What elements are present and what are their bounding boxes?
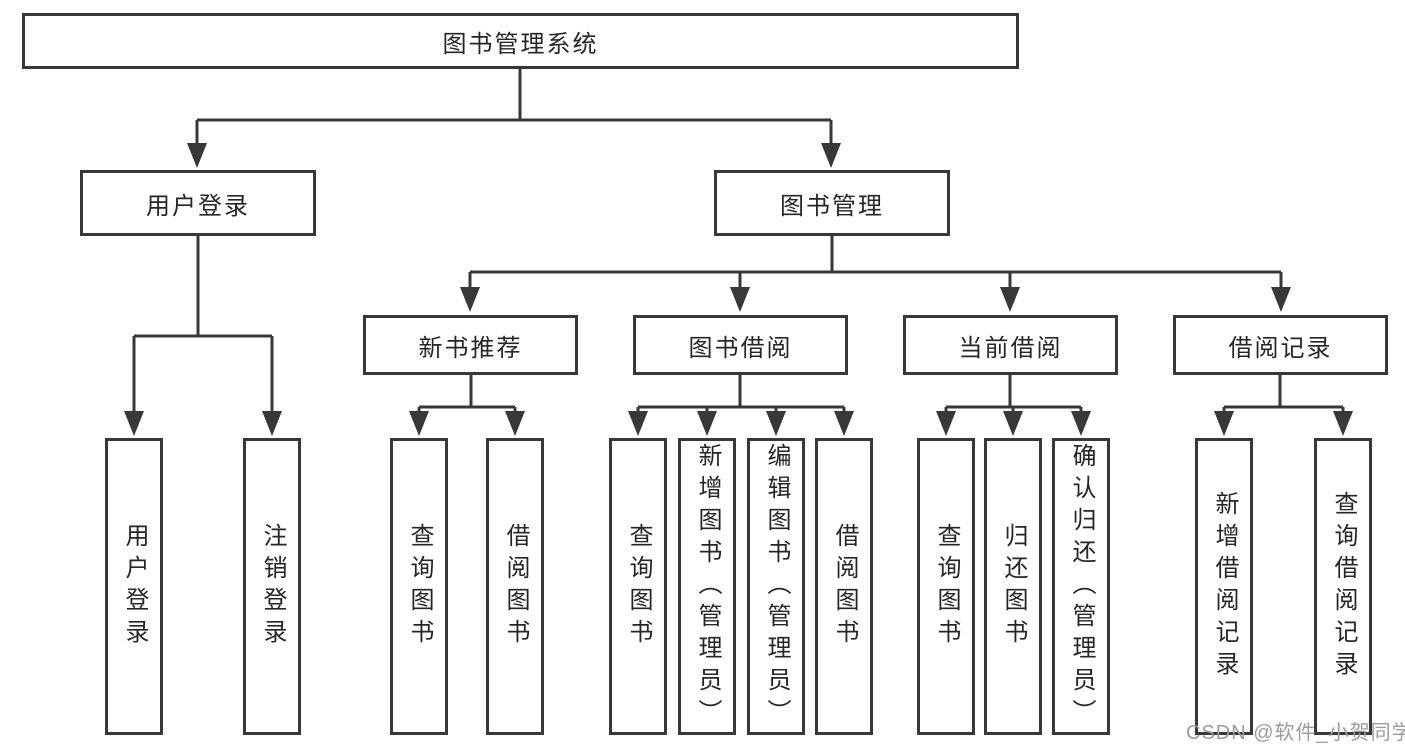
arrowhead — [187, 143, 207, 168]
arrowhead — [697, 411, 717, 436]
arrowhead — [1003, 411, 1023, 436]
node-root-system: 图书管理系统 — [22, 13, 1019, 69]
csdn-watermark: CSDN @软件_小贺同学 — [1186, 722, 1405, 744]
arrowhead — [124, 411, 144, 436]
node-current-borrow: 当前借阅 — [903, 315, 1118, 375]
arrowhead — [460, 287, 480, 312]
arrowhead — [1271, 287, 1291, 312]
leaf-confirm-return-admin: 确认归还（管理员） — [1052, 438, 1110, 735]
arrowhead — [628, 411, 648, 436]
node-book-borrow: 图书借阅 — [633, 315, 848, 375]
leaf-borrow-book: 借阅图书 — [815, 438, 873, 735]
arrowhead — [1071, 411, 1091, 436]
leaf-borrow-book-recommend: 借阅图书 — [486, 438, 544, 735]
leaf-logout-login: 注销登录 — [243, 438, 301, 735]
connector-book-borrow-group — [636, 375, 846, 416]
arrowhead — [834, 411, 854, 436]
arrowhead — [1333, 411, 1353, 436]
arrowhead — [730, 287, 750, 312]
connector-user-login-group — [132, 236, 274, 416]
connector-strokes — [132, 69, 1345, 416]
node-new-book-recommend: 新书推荐 — [363, 315, 578, 375]
node-book-management: 图书管理 — [714, 170, 950, 236]
leaf-query-book-borrow: 查询图书 — [609, 438, 667, 735]
connector-borrow-record-group — [1222, 375, 1345, 416]
connector-new-book-group — [417, 375, 517, 416]
leaf-edit-book-admin: 编辑图书（管理员） — [747, 438, 805, 735]
connector-root-to-level2 — [195, 69, 833, 148]
arrowhead — [821, 143, 841, 168]
leaf-add-borrow-record: 新增借阅记录 — [1195, 438, 1253, 735]
arrowhead — [409, 411, 429, 436]
leaf-user-login: 用户登录 — [105, 438, 163, 735]
leaf-query-book-recommend: 查询图书 — [390, 438, 448, 735]
leaf-return-book: 归还图书 — [984, 438, 1042, 735]
leaf-query-borrow-record: 查询借阅记录 — [1314, 438, 1372, 735]
arrowhead — [1214, 411, 1234, 436]
arrowhead — [262, 411, 282, 436]
leaf-add-book-admin: 新增图书（管理员） — [678, 438, 736, 735]
connector-book-management-group — [468, 236, 1283, 292]
arrowhead — [505, 411, 525, 436]
arrowhead — [1000, 287, 1020, 312]
node-user-login: 用户登录 — [80, 170, 316, 236]
arrowhead — [936, 411, 956, 436]
leaf-query-current-borrow: 查询图书 — [917, 438, 975, 735]
arrowhead — [766, 411, 786, 436]
connector-current-borrow-group — [944, 375, 1083, 416]
arrowheads — [124, 143, 1353, 436]
node-borrow-records: 借阅记录 — [1173, 315, 1388, 375]
